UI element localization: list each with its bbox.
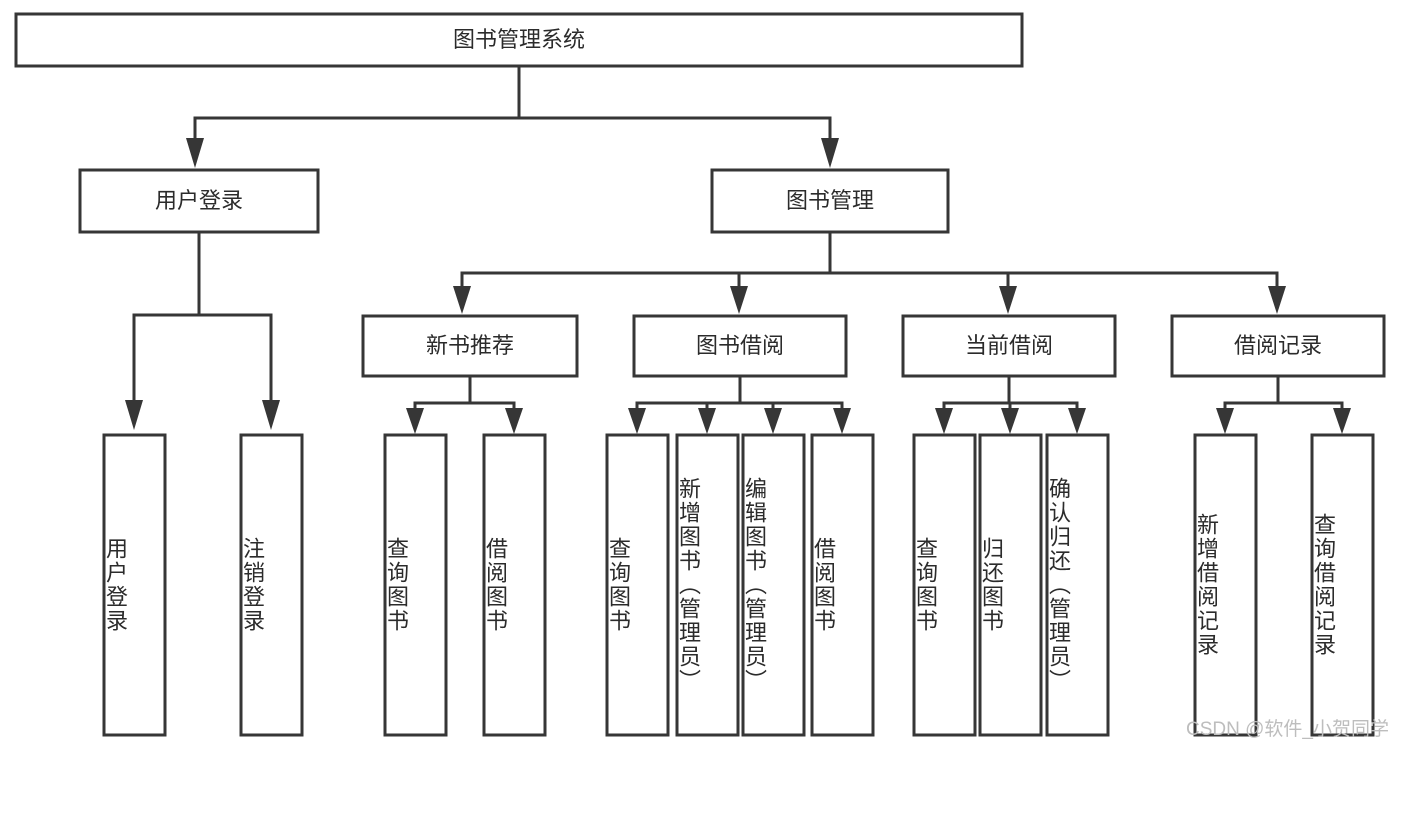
node-leaf-user-login-box[interactable]	[102, 433, 167, 737]
node-root-label: 图书管理系统	[453, 27, 585, 52]
arrow-head-borrow-record	[1268, 286, 1286, 314]
arrow-head-leaf-query-book-1	[406, 408, 424, 434]
arrow-head-leaf-user-login	[125, 400, 143, 430]
node-current-borrow-box[interactable]	[901, 314, 1117, 378]
arrow-head-book-management	[821, 138, 839, 168]
diagram-canvas: 图书管理系统 用户登录 图书管理 新书推荐	[14, 12, 1386, 737]
node-leaf-query-book-1-box[interactable]	[383, 433, 448, 737]
arrow-head-leaf-query-book-2	[628, 408, 646, 434]
node-user-login-label: 用户登录	[155, 188, 243, 213]
arrow-head-leaf-borrow-book-1	[505, 408, 523, 434]
node-leaf-logout-box[interactable]	[239, 433, 304, 737]
arrow-head-leaf-borrow-book-2	[833, 408, 851, 434]
node-leaf-confirm-return-box[interactable]	[1045, 433, 1110, 737]
node-borrow-record-box[interactable]	[1170, 314, 1386, 378]
node-borrow-record-label: 借阅记录	[1234, 333, 1322, 358]
node-leaf-query-record-box[interactable]	[1310, 433, 1375, 737]
arrow-head-leaf-add-record	[1216, 408, 1234, 434]
node-leaf-borrow-book-2-box[interactable]	[810, 433, 875, 737]
node-root-box[interactable]	[14, 12, 1024, 68]
arrow-head-leaf-return-book	[1001, 408, 1019, 434]
arrow-head-leaf-logout	[262, 400, 280, 430]
node-leaf-edit-book-box[interactable]	[741, 433, 806, 737]
arrow-head-current-borrow	[999, 286, 1017, 314]
arrow-head-user-login	[186, 138, 204, 168]
node-book-management-box[interactable]	[710, 168, 950, 234]
node-book-borrow-box[interactable]	[632, 314, 848, 378]
node-leaf-add-book-box[interactable]	[675, 433, 740, 737]
node-leaf-query-book-2-box[interactable]	[605, 433, 670, 737]
arrow-head-book-borrow	[730, 286, 748, 314]
arrow-head-new-book-recommend	[453, 286, 471, 314]
arrow-head-leaf-edit-book	[764, 408, 782, 434]
node-leaf-borrow-book-1-box[interactable]	[482, 433, 547, 737]
node-new-book-recommend-label: 新书推荐	[426, 333, 514, 358]
arrow-head-leaf-query-book-3	[935, 408, 953, 434]
arrow-head-leaf-add-book	[698, 408, 716, 434]
diagram-root: 图书管理系统 用户登录 图书管理 新书推荐	[14, 12, 1389, 740]
node-leaf-add-record-box[interactable]	[1193, 433, 1258, 737]
node-new-book-recommend-box[interactable]	[361, 314, 579, 378]
node-leaf-query-book-3-box[interactable]	[912, 433, 977, 737]
arrow-head-leaf-confirm-return	[1068, 408, 1086, 434]
node-leaf-return-book-box[interactable]	[978, 433, 1043, 737]
arrow-head-leaf-query-record	[1333, 408, 1351, 434]
node-book-borrow-label: 图书借阅	[696, 333, 784, 358]
node-current-borrow-label: 当前借阅	[965, 333, 1053, 358]
node-book-management-label: 图书管理	[786, 188, 874, 213]
